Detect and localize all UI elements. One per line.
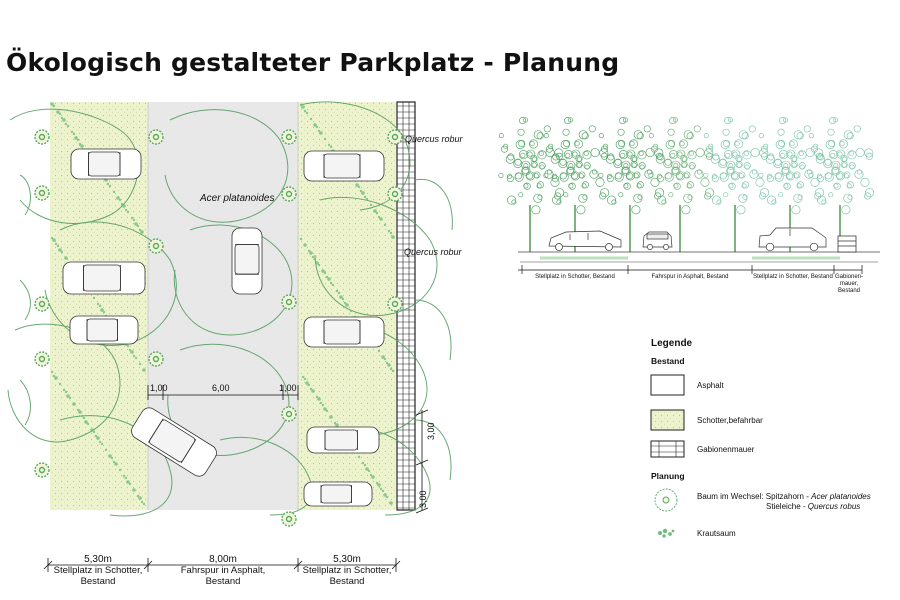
tree-trunk [38,466,46,474]
tree-trunk [285,133,293,141]
tree-trunk [152,242,160,250]
page-title: Ökologisch gestalteter Parkplatz - Planu… [6,48,620,77]
dim-mid-value: 6,00 [212,383,230,393]
legend-planung-heading: Planung [651,471,685,481]
bottom-dim-right-line1: Stellplatz in Schotter, [302,565,392,576]
bottom-dimension-chain [43,558,401,572]
legend-tree-prefix2: Stieleiche - [766,502,808,511]
section-tree-crown [648,117,715,215]
tree-trunk [391,190,399,198]
section-cars [548,227,857,253]
dim-left-value: 1,00 [150,383,168,393]
tree-trunk [38,300,46,308]
car-plan [306,426,380,454]
car-plan [231,227,263,295]
bottom-dim-right: 5,30m Stellplatz in Schotter, Bestand [296,554,398,587]
legend-schotter-label: Schotter,befahrbar [697,416,763,425]
label-acer: Acer platanoides [200,193,275,204]
legend-asphalt-label: Asphalt [697,381,724,390]
legend-bestand-heading: Bestand [651,356,685,366]
section-tree-crown [543,117,610,215]
tree-trunk [285,410,293,418]
tree-trunk [285,190,293,198]
car-plan [303,316,385,348]
tree-trunk [285,298,293,306]
bottom-dim-mid-line2: Bestand [205,576,241,587]
bottom-dim-mid-line1: Fahrspur in Asphalt, [180,565,266,576]
bottom-dim-left-line2: Bestand [80,576,116,587]
section-view [498,117,880,274]
car-plan [303,481,373,507]
legend-symbols [650,374,685,538]
car-plan [69,315,139,345]
section-tree-crown [808,117,875,215]
tree-trunk [391,300,399,308]
legend-tree-label: Baum im Wechsel: Spitzahorn - Acer plata… [697,492,871,512]
bottom-dim-right-line2: Bestand [329,576,365,587]
car-plan [303,150,385,182]
legend-kraut-symbol [658,528,675,538]
legend-kraut-label: Krautsaum [697,529,736,538]
legend-asphalt-swatch [650,374,685,396]
tree-trunk [391,133,399,141]
section-label-parking-right: Stellplatz in Schotter, Bestand [753,274,833,280]
tree-trunk [38,355,46,363]
bottom-dim-left: 5,30m Stellplatz in Schotter, Bestand [48,554,148,587]
section-tree-crown [498,117,565,215]
dimension-lines [147,385,429,514]
tree-trunk [38,133,46,141]
section-tree-crown [758,117,825,215]
tree-trunk [152,355,160,363]
tree-trunk [152,133,160,141]
legend-gabion-swatch [650,440,685,458]
legend-gabion-label: Gabionenmauer [697,445,755,454]
section-tree-crown [703,117,770,215]
bottom-dim-mid-width: 8,00m [209,554,237,565]
tree-trunk [38,189,46,197]
label-quercus-top: Quercus robur [405,134,463,144]
car-plan [62,261,146,295]
bottom-dim-left-width: 5,30m [84,554,112,565]
legend-tree-prefix1: Baum im Wechsel: Spitzahorn - [697,492,812,501]
gabion-wall [396,101,416,511]
section-label-gabion-line3: Bestand [837,288,861,294]
dim-v1-value: 3,00 [426,422,436,440]
tree-trunk [285,515,293,523]
section-label-parking-left: Stellplatz in Schotter, Bestand [535,274,615,280]
section-tree-crown [598,117,665,215]
legend-tree-species2: Quercus robus [807,502,861,511]
car-plan [131,407,217,477]
dim-right-value: 1,00 [279,383,297,393]
bottom-dim-left-line1: Stellplatz in Schotter, [53,565,143,576]
legend-tree-species1: Acer platanoides [811,492,871,501]
bottom-dim-right-width: 5,30m [333,554,361,565]
dim-v2-value: 3,00 [418,490,428,508]
bottom-dim-mid: 8,00m Fahrspur in Asphalt, Bestand [148,554,298,587]
section-label-lane: Fahrspur in Asphalt, Bestand [651,274,729,280]
legend-title: Legende [651,338,693,349]
section-label-gabion: Gabionen- mauer, Bestand [834,274,864,295]
label-quercus-mid: Quercus robur [404,247,462,257]
section-label-gabion-line2: mauer, [839,281,859,287]
legend-schotter-swatch [650,409,685,431]
car-plan [70,148,142,180]
legend-tree-symbol [654,488,678,512]
section-label-gabion-line1: Gabionen- [834,274,864,280]
